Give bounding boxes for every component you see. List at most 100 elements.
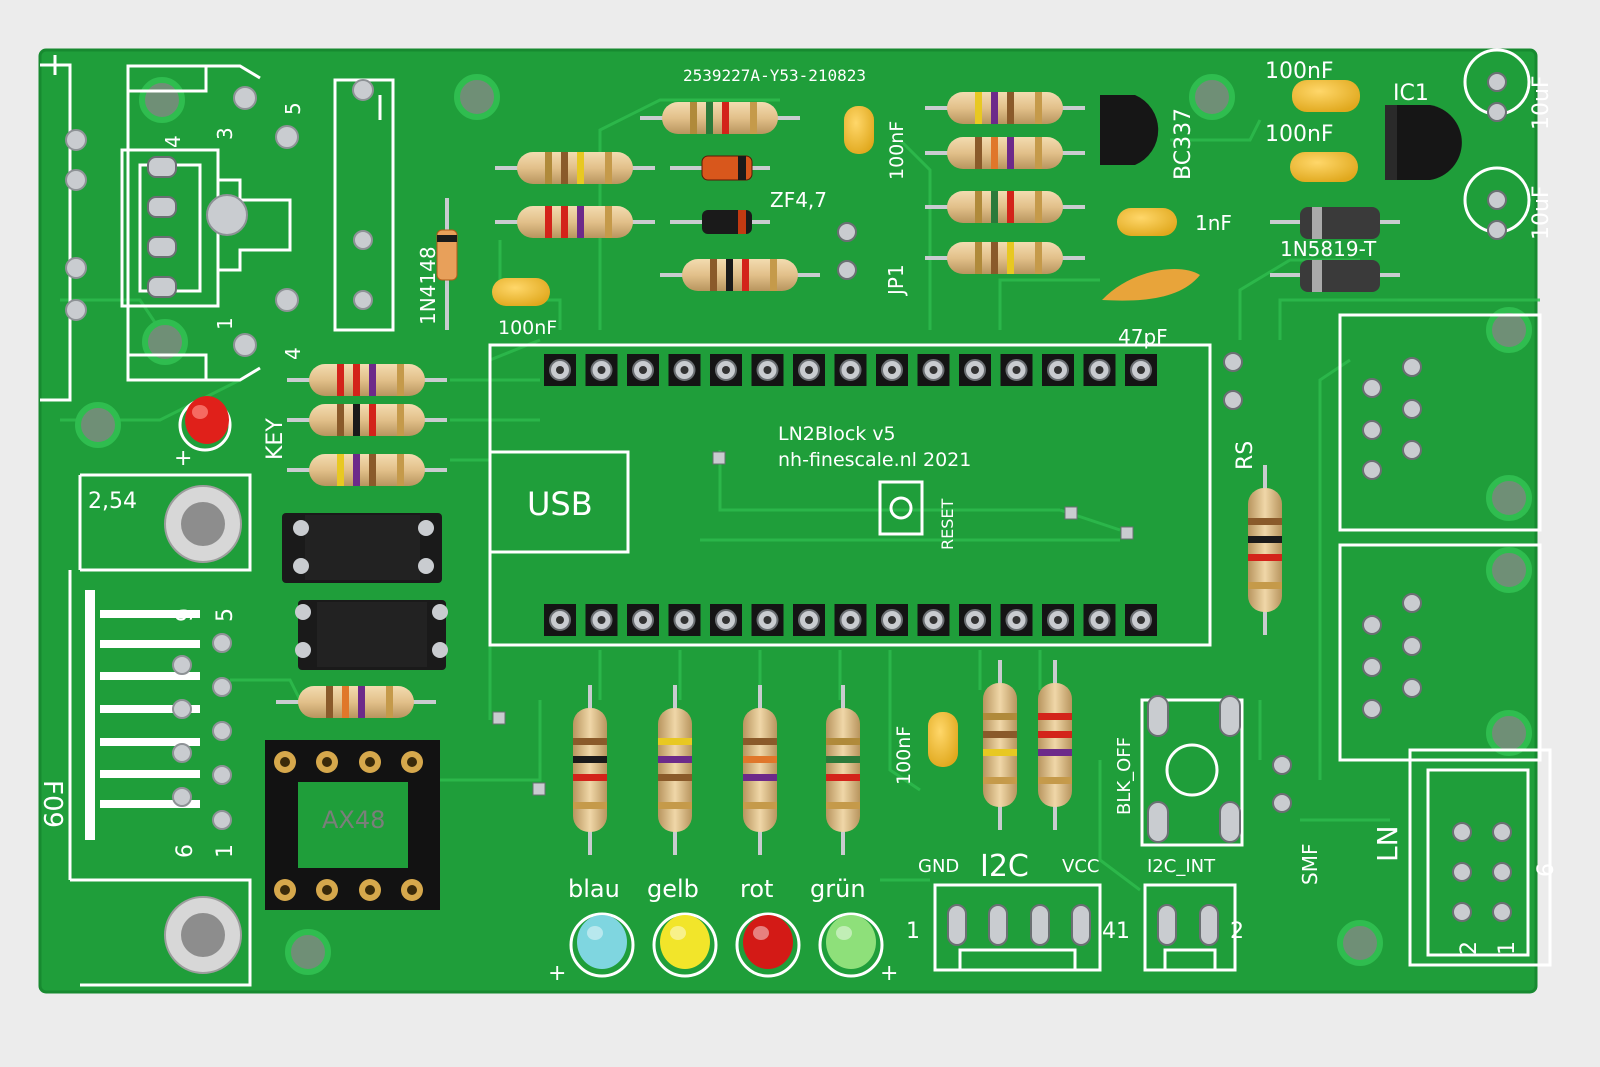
header-pin-hole bbox=[597, 366, 606, 374]
led-plus-left: + bbox=[548, 961, 566, 986]
key-led bbox=[178, 396, 232, 452]
blk-off-label: BLK_OFF bbox=[1114, 737, 1135, 815]
header-pin-hole bbox=[1095, 616, 1104, 624]
conn-pin-4: 4 bbox=[161, 135, 185, 148]
cap-label-100nf-1: 100nF bbox=[886, 121, 908, 180]
1n4148-label: 1N4148 bbox=[416, 246, 440, 325]
resistor-band bbox=[722, 102, 729, 134]
cap-label-100nf-3: 100nF bbox=[1265, 59, 1334, 84]
resistor-band bbox=[1038, 749, 1072, 756]
led-3 bbox=[826, 915, 876, 969]
resistor-band bbox=[369, 404, 376, 436]
subd-pin-6: 6 bbox=[173, 844, 198, 858]
header-pin-hole bbox=[929, 616, 938, 624]
resistor-band bbox=[342, 686, 349, 718]
rs-label: RS bbox=[1233, 441, 1258, 470]
resistor-band bbox=[605, 152, 612, 184]
cap-label-100nf-2: 100nF bbox=[498, 317, 557, 339]
header-pin-hole bbox=[846, 366, 855, 374]
resistor-band bbox=[545, 152, 552, 184]
resistor-band bbox=[545, 206, 552, 238]
blk-off-pads bbox=[1147, 695, 1241, 843]
resistor-band bbox=[743, 756, 777, 763]
header-pin-hole bbox=[888, 366, 896, 374]
resistor-body bbox=[309, 454, 425, 486]
resistor-band bbox=[975, 137, 982, 169]
resistor-band bbox=[1007, 92, 1014, 124]
header-pin-hole bbox=[722, 616, 730, 624]
key-label: KEY bbox=[263, 418, 288, 460]
resistor-body bbox=[983, 683, 1017, 807]
conn-pin-3: 3 bbox=[213, 127, 237, 140]
i2c-gnd-label: GND bbox=[918, 856, 959, 877]
i2c-pads bbox=[947, 904, 1219, 946]
header-pin-hole bbox=[680, 616, 689, 624]
resistor-body bbox=[947, 92, 1063, 124]
resistor-body bbox=[947, 191, 1063, 223]
resistor-band bbox=[1038, 731, 1072, 738]
bc337-label: BC337 bbox=[1171, 108, 1196, 180]
cap-label-47pf: 47pF bbox=[1118, 325, 1168, 349]
resistor-band bbox=[991, 191, 998, 223]
resistor-body bbox=[517, 152, 633, 184]
smf-label: SMF bbox=[1298, 844, 1322, 885]
resistor-body bbox=[826, 708, 860, 832]
i2c-vcc-label: VCC bbox=[1062, 856, 1099, 877]
key-plus: + bbox=[174, 446, 192, 471]
blk-off-switch bbox=[1140, 698, 1244, 847]
resistor-band bbox=[1248, 582, 1282, 589]
resistor-body bbox=[573, 708, 607, 832]
conn-pin-4b: 4 bbox=[281, 347, 305, 360]
resistor-band bbox=[770, 259, 777, 291]
resistor-band bbox=[353, 364, 360, 396]
cap-label-100nf-5: 100nF bbox=[893, 726, 915, 785]
header-pin-hole bbox=[763, 616, 772, 624]
edge-comb-fingers bbox=[85, 590, 200, 840]
i2c-pin1-label: 1 bbox=[906, 919, 920, 944]
resistor-body bbox=[743, 708, 777, 832]
resistor-band bbox=[975, 191, 982, 223]
resistor-band bbox=[577, 206, 584, 238]
resistor-band bbox=[826, 738, 860, 745]
socket-label: AX48 bbox=[322, 806, 385, 834]
resistor-band bbox=[1038, 777, 1072, 784]
conn-pin-1: 1 bbox=[213, 317, 237, 330]
led-label-blau: blau bbox=[568, 875, 620, 903]
resistor-band bbox=[573, 802, 607, 809]
header-pin-hole bbox=[1012, 616, 1021, 624]
i2c-int-label: I2C_INT bbox=[1147, 856, 1216, 877]
ic-socket bbox=[265, 740, 440, 910]
resistor-band bbox=[1007, 137, 1014, 169]
ln-label: LN bbox=[1371, 825, 1404, 862]
reset-label: RESET bbox=[938, 499, 957, 550]
jp1-label: JP1 bbox=[884, 264, 908, 297]
resistor-band bbox=[397, 454, 404, 486]
resistor-band bbox=[826, 802, 860, 809]
zener-label: ZF4,7 bbox=[770, 188, 827, 212]
resistor-band bbox=[337, 454, 344, 486]
resistor-band bbox=[369, 454, 376, 486]
resistor-band bbox=[1007, 191, 1014, 223]
resistor-band bbox=[1035, 242, 1042, 274]
resistor-band bbox=[1035, 92, 1042, 124]
nano-header-top bbox=[544, 354, 1157, 386]
ceramic-capacitors bbox=[492, 80, 1360, 767]
i2c-pin41-label: 41 bbox=[1102, 919, 1130, 944]
header-pin-hole bbox=[888, 616, 896, 624]
resistor-body bbox=[298, 686, 414, 718]
board-website: nh-finescale.nl 2021 bbox=[778, 449, 971, 471]
diode-1n4148 bbox=[436, 198, 458, 330]
led-1 bbox=[660, 915, 710, 969]
resistor-band bbox=[826, 756, 860, 763]
resistor-body bbox=[309, 404, 425, 436]
led-highlight bbox=[670, 926, 686, 940]
i2c-int-pin2-label: 2 bbox=[1230, 919, 1244, 944]
header-pin-hole bbox=[763, 366, 772, 374]
resistor-band bbox=[353, 454, 360, 486]
resistor-band bbox=[690, 102, 697, 134]
ln-pin-6: 6 bbox=[1534, 863, 1559, 877]
resistor-band bbox=[353, 404, 360, 436]
resistor-band bbox=[358, 686, 365, 718]
resistor-band bbox=[397, 404, 404, 436]
